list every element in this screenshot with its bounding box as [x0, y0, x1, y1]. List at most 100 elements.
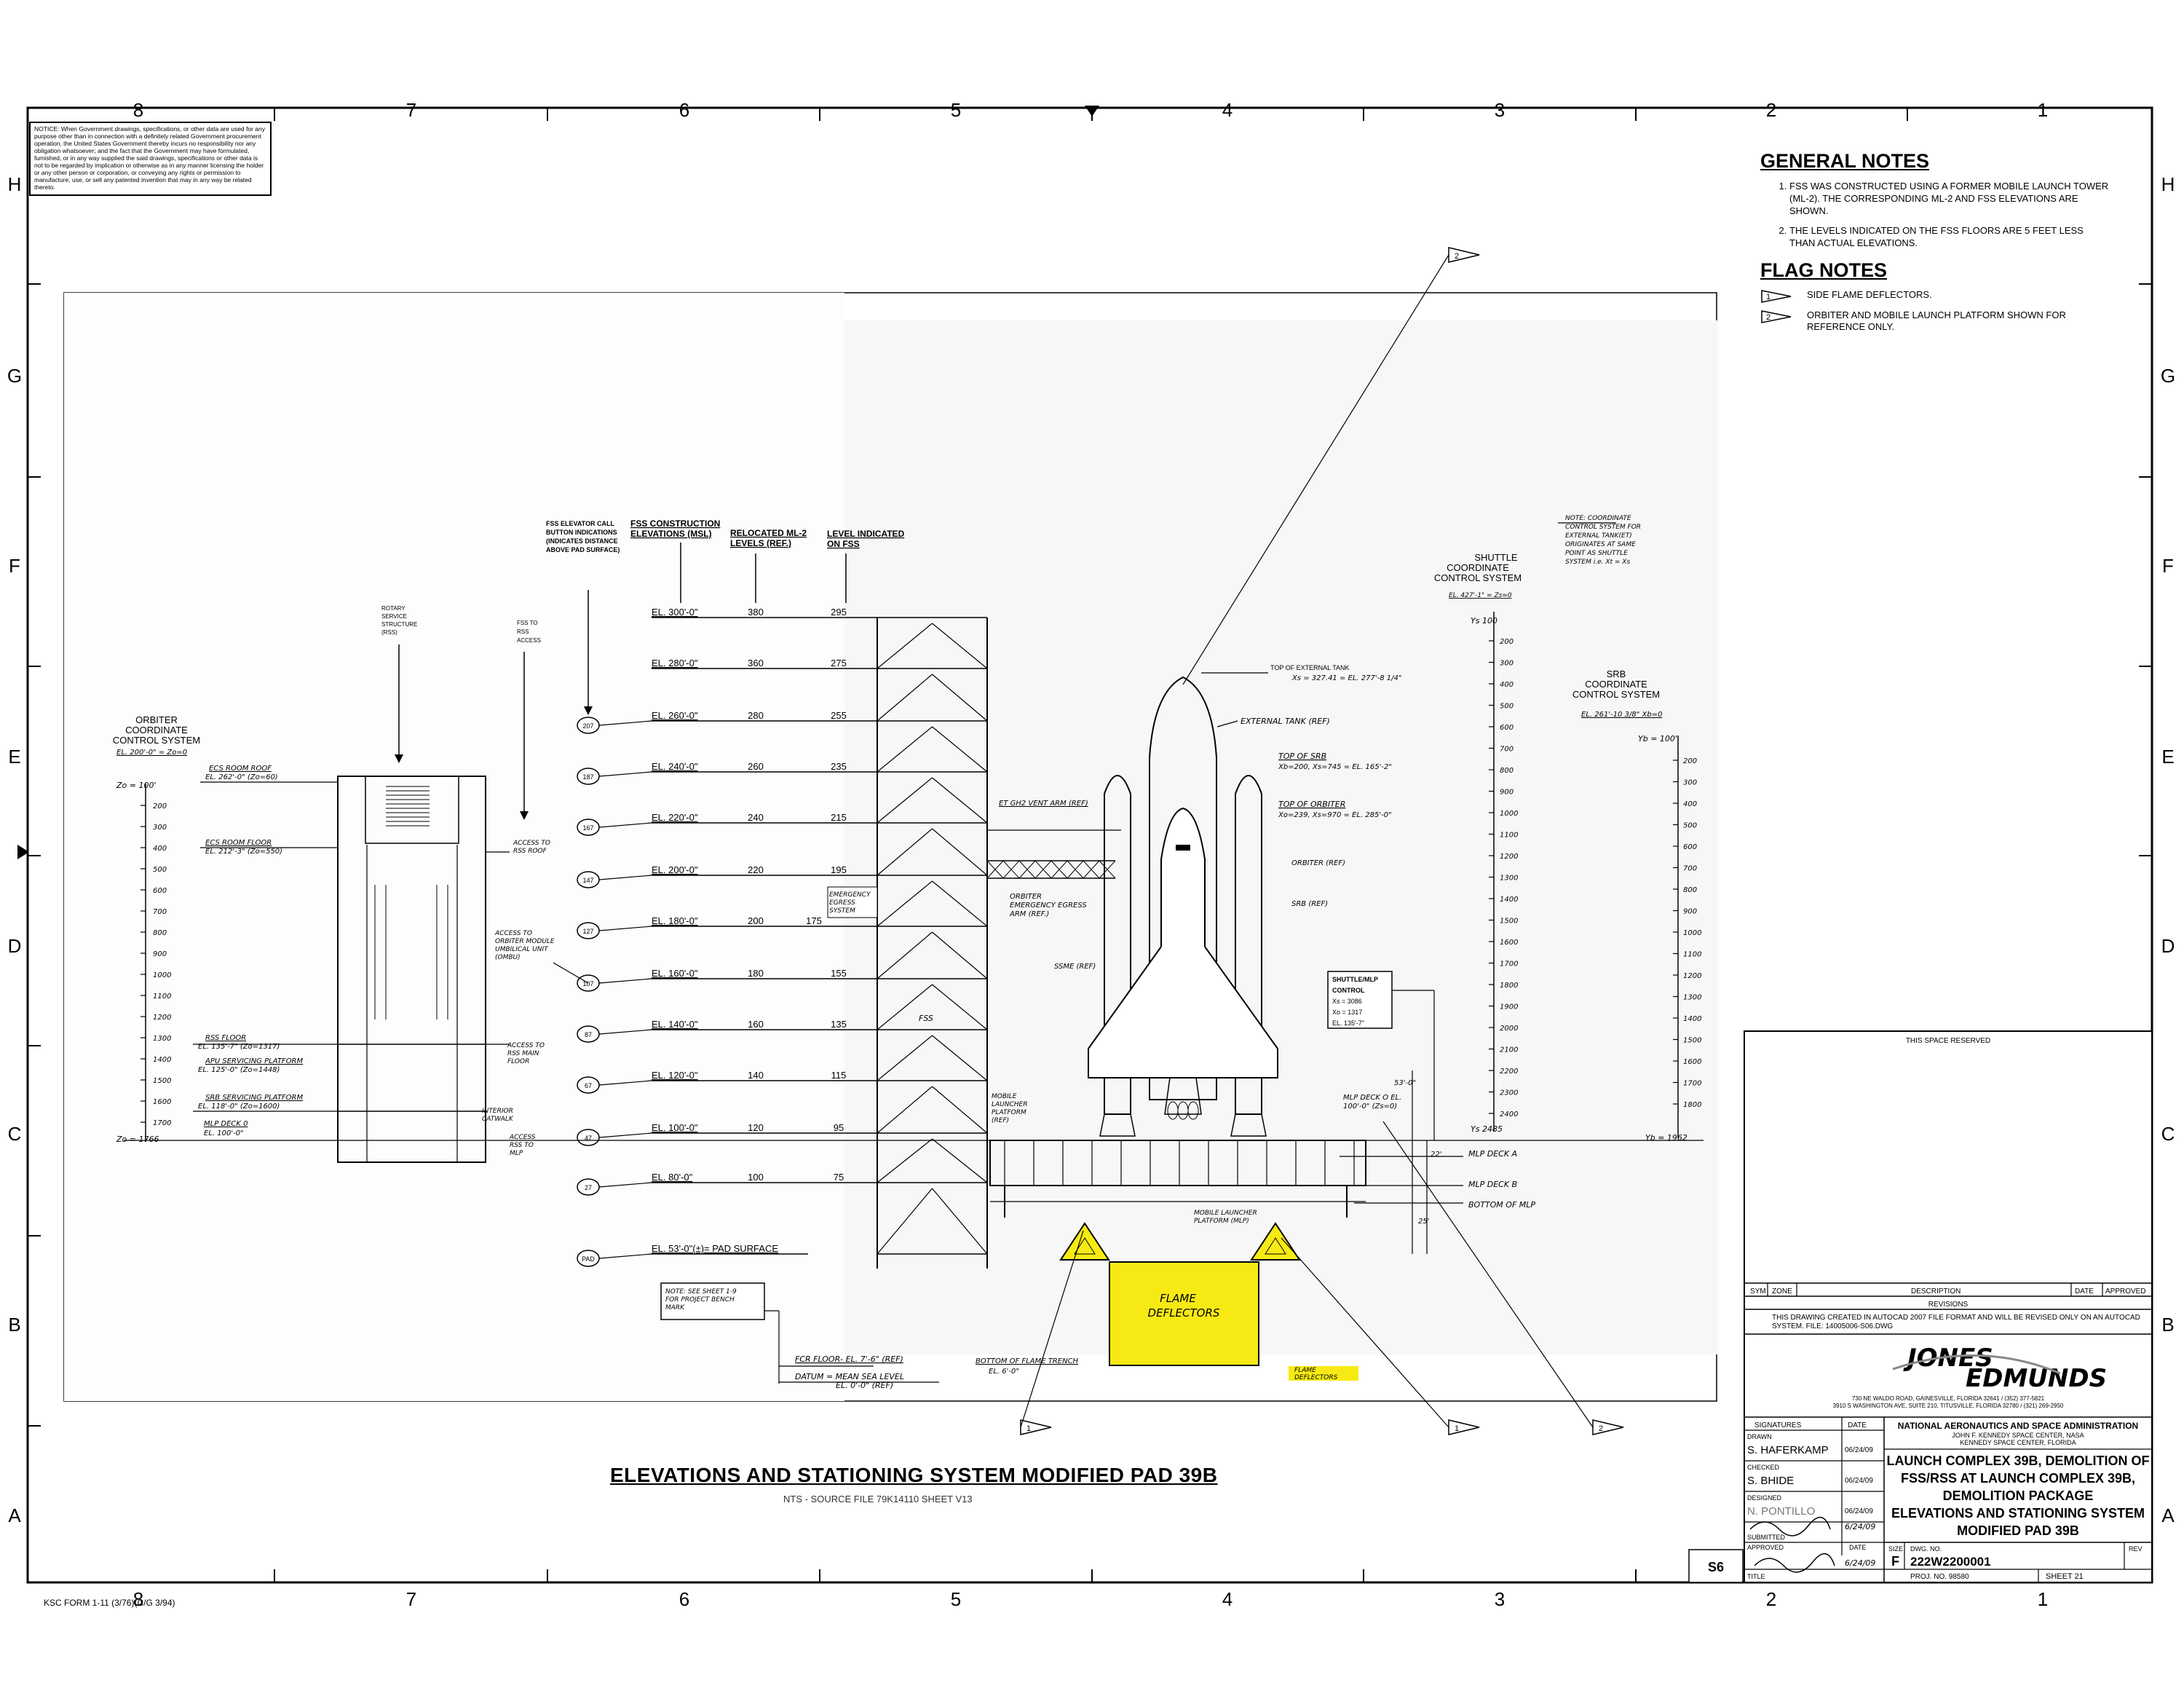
level-fss: 195	[831, 864, 847, 875]
svg-text:2: 2	[1766, 313, 1770, 322]
row-label-right: E	[2161, 746, 2174, 768]
srb-cs-tick: 1500	[1683, 1037, 1701, 1045]
srb-cs-tick: 900	[1683, 908, 1697, 916]
external-tank	[1149, 676, 1217, 1100]
shuttle-cs-tick: 1400	[1500, 896, 1518, 904]
fss-tower-brace	[932, 674, 988, 722]
date-header: DATE	[1848, 1421, 1867, 1429]
fss-to-rss-label: FSS TO	[517, 620, 538, 626]
flag-number: 2	[1455, 252, 1459, 261]
call-button-label: 127	[582, 928, 593, 935]
level-ml2: 380	[748, 607, 764, 618]
call-button-leader	[598, 1080, 652, 1086]
level-elevation: EL. 80'-0"	[652, 1172, 693, 1183]
fss-tower-brace	[932, 931, 988, 979]
call-button-leader	[598, 1029, 652, 1035]
level-ml2: 260	[748, 761, 764, 772]
access-mlp: ACCESS	[509, 1134, 536, 1141]
fss-tower-brace	[877, 1086, 933, 1134]
call-button-label: 47	[585, 1135, 592, 1142]
column-label-bottom: 6	[679, 1588, 689, 1610]
catwalk-label: INTERIOR	[482, 1108, 513, 1115]
approved-signature	[1754, 1553, 1835, 1573]
shuttle-cs-top: Ys 100	[1471, 616, 1497, 626]
ecs-floor-el: EL. 212'-3" (Zo=550)	[205, 848, 282, 856]
fss-tower-brace	[932, 1035, 988, 1081]
orbiter-cs-title: COORDINATE	[125, 725, 188, 735]
title-line: LAUNCH COMPLEX 39B, DEMOLITION OF	[1886, 1454, 2149, 1468]
flag-leader	[1182, 254, 1449, 685]
arm-truss	[1018, 860, 1036, 879]
orbiter-arm-label: EMERGENCY EGRESS	[1010, 902, 1087, 910]
call-button-label: 107	[582, 980, 593, 987]
srb-cs-tick: 400	[1683, 800, 1697, 808]
orbiter-cs-title: ORBITER	[135, 714, 178, 725]
shuttle-cs-tick: 1500	[1500, 918, 1518, 926]
elevator-header: BUTTON INDICATIONS	[546, 529, 617, 536]
level-fss: 135	[831, 1019, 847, 1030]
column-label-bottom: 7	[406, 1588, 416, 1610]
flag-number: 1	[1026, 1424, 1031, 1433]
level-ml2: 200	[748, 915, 764, 926]
arm-truss	[1083, 860, 1100, 879]
construction-header: ELEVATIONS (MSL)	[630, 529, 712, 539]
fss-tower-brace	[877, 674, 933, 722]
row-label-left: F	[9, 555, 20, 577]
bench-mark-text: FOR PROJECT BENCH	[665, 1296, 735, 1304]
arm-truss	[1099, 860, 1116, 879]
relocated-header: LEVELS (REF.)	[730, 538, 791, 548]
shuttle-cs-tick: 600	[1500, 724, 1514, 732]
srb-plat-label: SRB SERVICING PLATFORM	[205, 1094, 303, 1102]
title-line: FSS/RSS AT LAUNCH COMPLEX 39B,	[1901, 1471, 2135, 1486]
fss-tower-brace	[877, 623, 933, 669]
srb-ref-label: SRB (REF)	[1291, 900, 1328, 908]
srb-cs-tick: 500	[1683, 822, 1697, 830]
general-note-1: FSS WAS CONSTRUCTED USING A FORMER MOBIL…	[1789, 180, 2110, 217]
approved-date: 6/24/09	[1845, 1558, 1875, 1568]
flag-1-icon: 1	[1761, 290, 1792, 303]
signature-name: S. HAFERKAMP	[1747, 1444, 1829, 1456]
call-button-label: 207	[582, 722, 593, 730]
emergency-box	[827, 886, 878, 918]
srb-cs-top: Yb = 100'	[1638, 734, 1677, 744]
size-label: SIZE	[1888, 1545, 1903, 1553]
signature-name: S. BHIDE	[1747, 1475, 1794, 1487]
orbiter-cs-bottom: Zo = 1766	[116, 1135, 159, 1144]
column-label-bottom: 2	[1766, 1588, 1776, 1610]
row-label-left: H	[8, 173, 22, 195]
trench-el: EL. 6'-0"	[989, 1368, 1019, 1376]
shuttle-mlp-box-line: SHUTTLE/MLP	[1332, 976, 1378, 983]
level-ml2: 280	[748, 710, 764, 721]
title-line: ELEVATIONS AND STATIONING SYSTEM	[1891, 1506, 2145, 1521]
fss-tower-brace	[932, 1138, 988, 1183]
mlp-ref2-label: PLATFORM (MLP)	[1194, 1218, 1249, 1225]
cs-note: EXTERNAL TANK(ET)	[1565, 532, 1632, 540]
access-ombu: ACCESS TO	[494, 930, 532, 937]
company-logo-1: JONES	[1903, 1344, 1993, 1373]
dim-53: 53'-0"	[1394, 1079, 1416, 1087]
dim-22: 22'	[1431, 1151, 1441, 1159]
fss-tower-label: FSS	[919, 1014, 933, 1023]
orbiter-arm-label: ORBITER	[1010, 893, 1042, 901]
drawing-title: ELEVATIONS AND STATIONING SYSTEM MODIFIE…	[610, 1464, 1218, 1486]
bottom-mlp: BOTTOM OF MLP	[1468, 1200, 1535, 1210]
address-2: 3910 S WASHINGTON AVE, SUITE 210, TITUSV…	[1833, 1403, 2064, 1409]
orbiter-cs-top: Zo = 100'	[116, 781, 157, 790]
call-button-leader	[598, 875, 652, 880]
autocad-note: THIS DRAWING CREATED IN AUTOCAD 2007 FIL…	[1772, 1314, 2140, 1322]
column-label-top: 4	[1222, 99, 1233, 121]
flame-deflectors-label2: DEFLECTORS	[1148, 1306, 1220, 1320]
srb-cs-title: SRB	[1607, 669, 1626, 679]
orbiter-wings	[1088, 946, 1278, 1078]
orbiter-window	[1176, 845, 1190, 851]
fss-tower-brace	[932, 880, 988, 927]
fss-to-rss-label: ACCESS	[517, 637, 541, 644]
arm-truss	[1051, 860, 1068, 879]
elevator-header: FSS ELEVATOR CALL	[546, 520, 615, 527]
call-button-label: 187	[582, 773, 593, 781]
row-label-right: H	[2161, 173, 2175, 195]
arm-truss	[1034, 860, 1052, 879]
orbiter-cs-tick: 700	[153, 908, 167, 916]
flag-notes-title: FLAG NOTES	[1760, 259, 1887, 281]
level-elevation: EL. 260'-0"	[652, 710, 698, 721]
